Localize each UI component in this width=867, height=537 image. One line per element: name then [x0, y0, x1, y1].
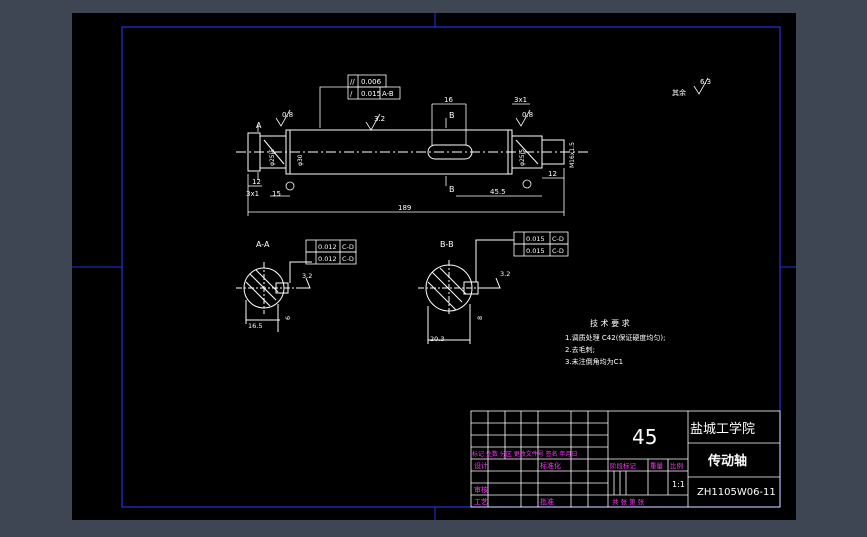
dim-3x1-bottom: 3x1 — [246, 190, 259, 198]
scale: 1:1 — [672, 480, 685, 489]
main-dimensions — [247, 86, 565, 216]
dia-mid: φ30 — [297, 154, 304, 166]
dia-left: φ25j5 — [269, 149, 276, 166]
tech-item-1: 1.调质处理 C42(保证硬度均匀); — [565, 333, 666, 342]
shaft-main-view — [236, 129, 590, 175]
approve-label: 批准 — [540, 497, 554, 506]
aa-tol-1: 0.012 — [318, 243, 337, 251]
section-bb — [418, 239, 514, 344]
tol-top-1: 0.006 — [361, 78, 382, 86]
top-tolerance-frame: // / — [347, 74, 401, 100]
material: 45 — [632, 425, 657, 449]
dim-189: 189 — [398, 204, 411, 212]
dia-right: φ25j5 — [519, 149, 526, 166]
bb-dim-side: 8 — [476, 316, 484, 320]
tech-item-2: 2.去毛刺; — [565, 345, 595, 354]
tol-top-2: 0.015 — [361, 90, 381, 98]
aa-tolerance-frame — [305, 239, 357, 265]
center-marks — [72, 13, 796, 520]
bb-tol-2-ref: C-D — [552, 247, 564, 255]
bb-tol-2: 0.015 — [526, 247, 545, 255]
bb-tolerance-frame — [513, 231, 569, 257]
datum-b-label-lower: B — [449, 185, 455, 194]
bb-dim-bottom: 20.3 — [430, 335, 444, 343]
bb-tol-1-ref: C-D — [552, 235, 564, 243]
title-block — [470, 410, 781, 508]
dim-16: 16 — [444, 96, 453, 104]
roughness-symbols — [275, 77, 709, 191]
tol-top-2-ref: A-B — [382, 90, 394, 98]
rough-right: 0.8 — [522, 111, 533, 119]
dim-right-face: M16x1.5 — [569, 142, 576, 168]
dim-12-left: 12 — [252, 178, 261, 186]
rough-left: 0.8 — [282, 111, 293, 119]
dim-12-right: 12 — [548, 170, 557, 178]
bb-rough: 3.2 — [500, 270, 510, 278]
aa-tol-2: 0.012 — [318, 255, 337, 263]
sheets-label: 共 张 第 张 — [612, 497, 645, 506]
dim-15: 15 — [272, 190, 281, 198]
aa-dim-side: 6 — [284, 316, 292, 320]
tech-item-3: 3.未注倒角均为C1 — [565, 357, 623, 366]
paper-area — [72, 13, 796, 520]
svg-text://: // — [350, 78, 355, 86]
row-header: 标记 处数 分区 更改文件号 签名 年月日 — [472, 450, 578, 458]
dim-45-5: 45.5 — [490, 188, 506, 196]
weight-label: 重量 — [650, 462, 664, 470]
section-aa-title: A-A — [256, 240, 270, 249]
aa-dim-bottom: 16.5 — [248, 322, 262, 330]
scale-label: 比例 — [670, 461, 683, 470]
svg-text:/: / — [350, 90, 353, 98]
stage-mark-label: 阶段标记 — [610, 461, 637, 470]
part-name: 传动轴 — [707, 453, 747, 469]
reviewer-label: 审核 — [474, 485, 488, 494]
datum-b-label: B — [449, 111, 455, 120]
rough-general-prefix: 其余 — [672, 88, 686, 97]
datum-a-label: A — [256, 121, 262, 130]
section-bb-title: B-B — [440, 240, 454, 249]
aa-tol-1-ref: C-D — [342, 243, 354, 251]
rough-main: 3.2 — [374, 115, 385, 123]
rough-general: 6.3 — [700, 78, 711, 86]
drawing-number: ZH1105W06-11 — [697, 487, 776, 498]
designer-label: 设计 — [474, 461, 488, 470]
tech-title: 技 术 要 求 — [590, 318, 630, 328]
school-name: 盐城工学院 — [690, 421, 755, 437]
dim-3x1: 3x1 — [514, 96, 527, 104]
section-aa — [236, 261, 312, 332]
standardization-label: 标准化 — [540, 461, 561, 470]
aa-rough: 3.2 — [302, 272, 312, 280]
process-label: 工艺 — [474, 498, 488, 506]
bb-tol-1: 0.015 — [526, 235, 545, 243]
aa-tol-2-ref: C-D — [342, 255, 354, 263]
